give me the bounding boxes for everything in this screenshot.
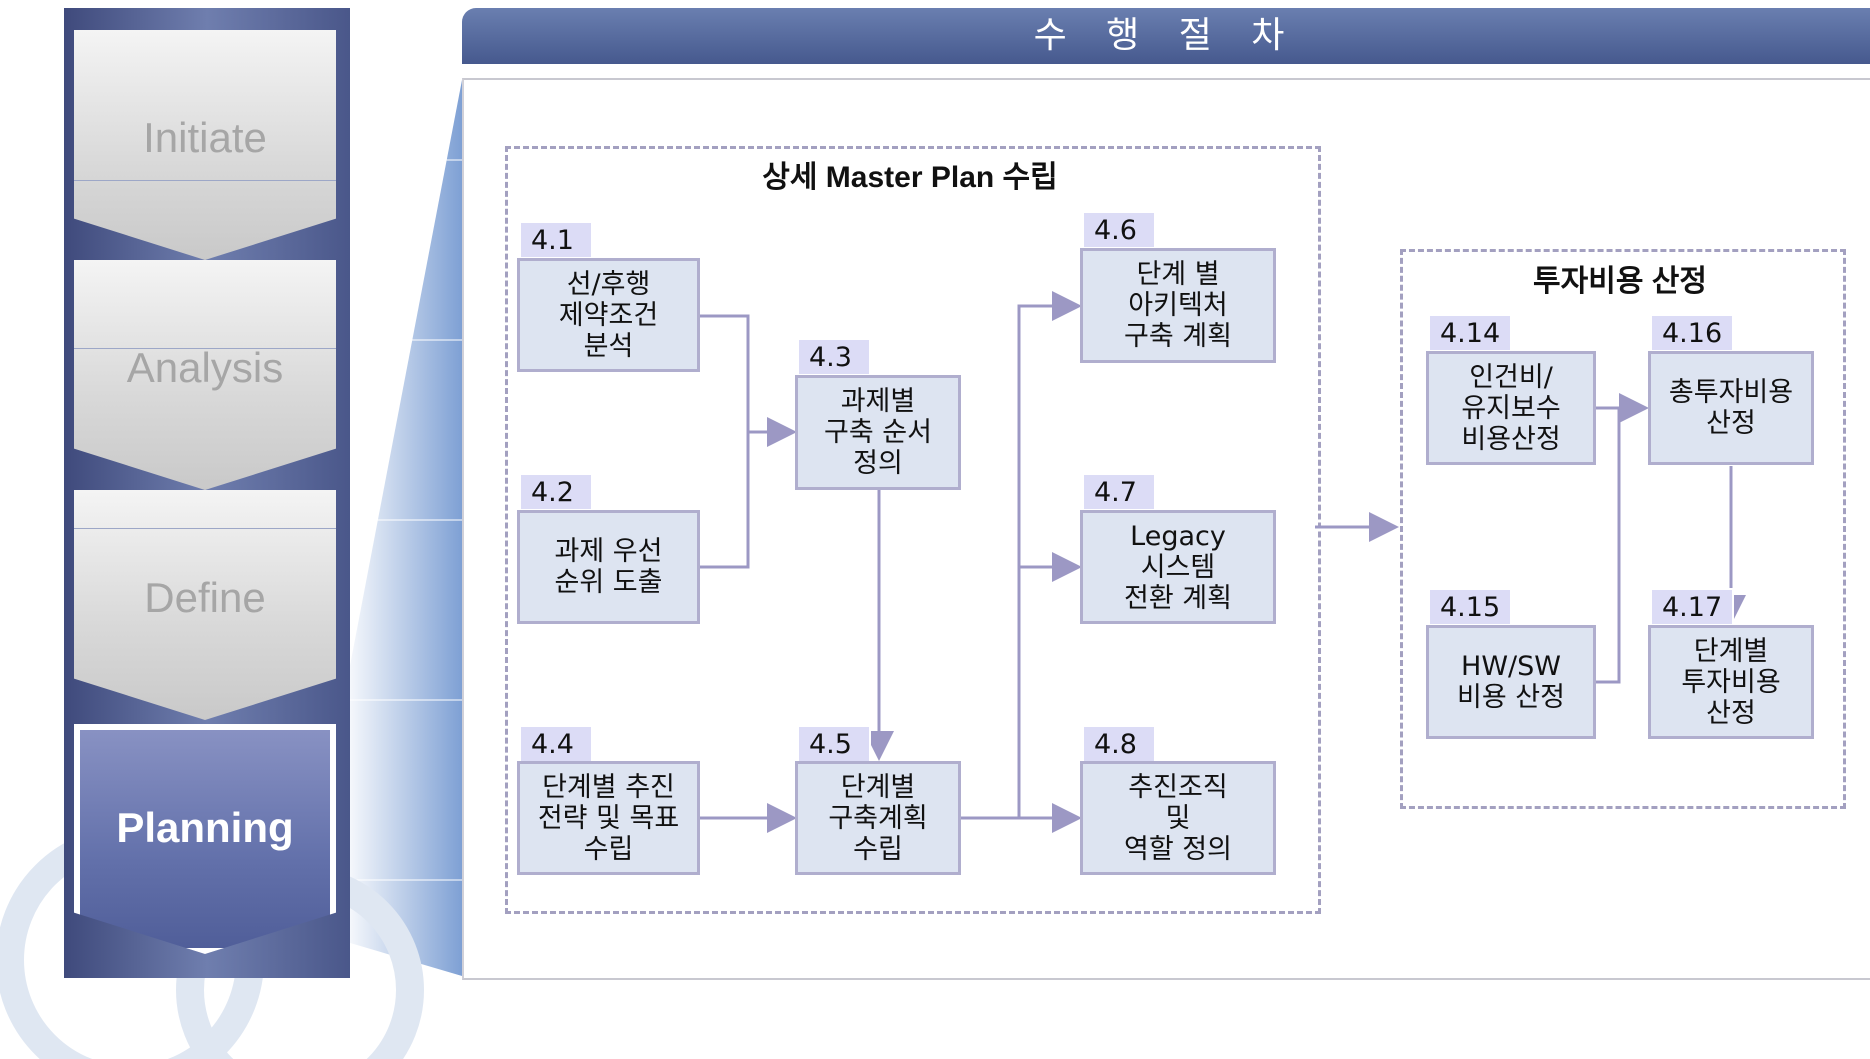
step-id-tag: 4.14 — [1428, 314, 1512, 352]
phase-column: Initiate Analysis Define Planning — [64, 8, 350, 978]
step-id-tag: 4.5 — [797, 725, 871, 763]
step-box: 단계별 투자비용 산정 — [1648, 625, 1814, 739]
group-investment — [1400, 249, 1846, 809]
phase-label: Define — [144, 574, 266, 621]
step-box: 선/후행 제약조건 분석 — [517, 258, 700, 372]
step-id-tag: 4.1 — [519, 221, 593, 259]
step-id-tag: 4.3 — [797, 338, 871, 376]
phase-analysis: Analysis — [74, 260, 336, 490]
step-box: Legacy 시스템 전환 계획 — [1080, 510, 1276, 624]
step-id-tag: 4.6 — [1082, 211, 1156, 249]
step-id-tag: 4.7 — [1082, 473, 1156, 511]
phase-initiate: Initiate — [74, 30, 336, 260]
step-box: 단계별 구축계획 수립 — [795, 761, 961, 875]
step-box: 인건비/ 유지보수 비용산정 — [1426, 351, 1596, 465]
group-master-plan-title: 상세 Master Plan 수립 — [762, 161, 1058, 194]
phase-planning: Planning — [74, 724, 336, 954]
phase-label: Initiate — [143, 114, 267, 161]
step-id-tag: 4.2 — [519, 473, 593, 511]
step-box: 단계별 추진 전략 및 목표 수립 — [517, 761, 700, 875]
step-id-tag: 4.15 — [1428, 588, 1512, 626]
group-master-plan — [505, 146, 1321, 914]
phase-label: Planning — [116, 804, 294, 851]
step-box: 과제별 구축 순서 정의 — [795, 375, 961, 490]
process-header: 수 행 절 차 — [462, 8, 1870, 64]
step-id-tag: 4.16 — [1650, 314, 1734, 352]
group-investment-title: 투자비용 산정 — [1533, 265, 1707, 298]
step-box: 추진조직 및 역할 정의 — [1080, 761, 1276, 875]
step-box: 단계 별 아키텍처 구축 계획 — [1080, 248, 1276, 363]
phase-label: Analysis — [126, 344, 284, 391]
step-id-tag: 4.8 — [1082, 725, 1156, 763]
step-box: 과제 우선 순위 도출 — [517, 510, 700, 624]
step-id-tag: 4.17 — [1650, 588, 1734, 626]
step-id-tag: 4.4 — [519, 725, 593, 763]
step-box: 총투자비용 산정 — [1648, 351, 1814, 465]
phase-define: Define — [74, 490, 336, 720]
step-box: HW/SW 비용 산정 — [1426, 625, 1596, 739]
